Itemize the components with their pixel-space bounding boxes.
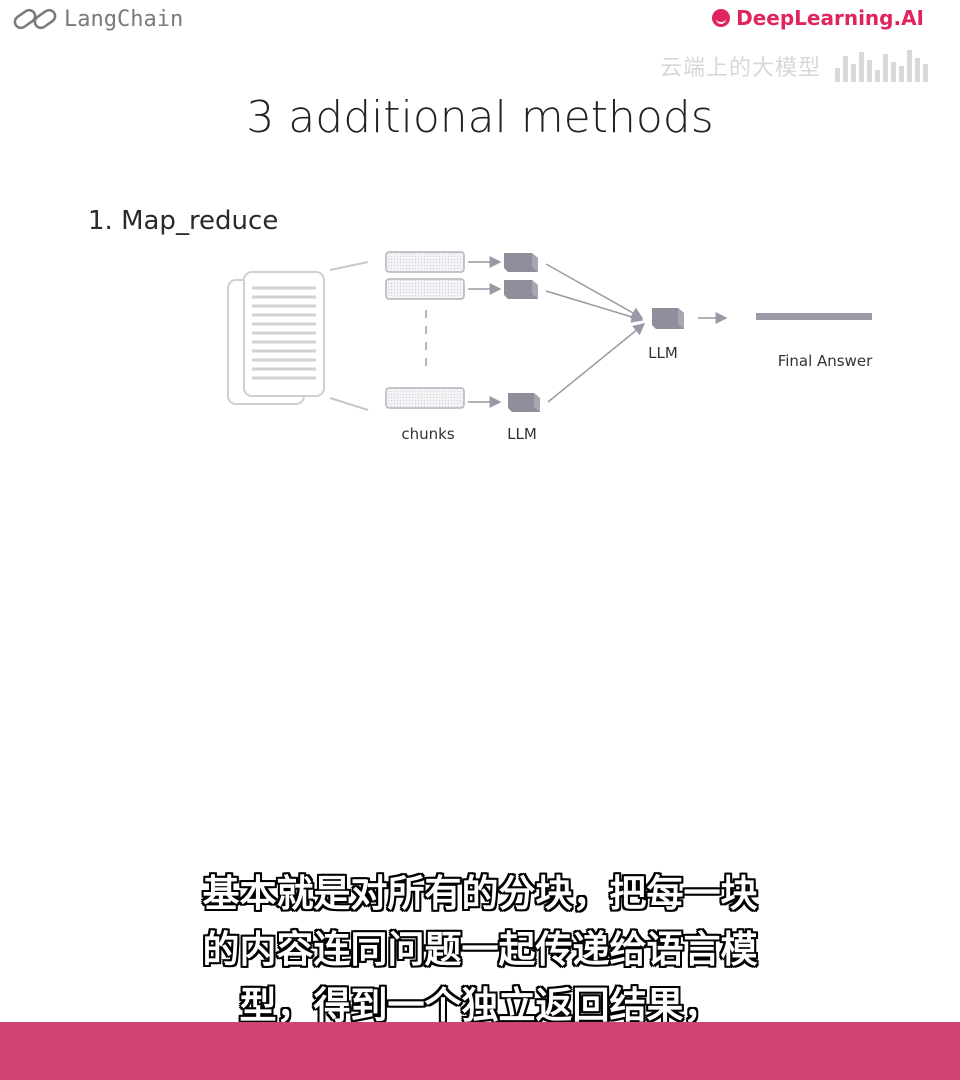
slide-title: 3 additional methods [246,92,714,143]
subtitle-caption: 基本就是对所有的分块，把每一块 的内容连同问题一起传递给语言模 型，得到一个独立… [0,866,960,1034]
watermark-bars-icon [835,48,928,82]
subtitle-line-2: 的内容连同问题一起传递给语言模 [202,928,758,971]
footer-bar [0,1022,960,1080]
subtitle-line-1: 基本就是对所有的分块，把每一块 [202,872,758,915]
chunk-2 [385,278,465,300]
arrow-llm-1 [545,263,644,319]
final-llm-cube-icon [652,308,684,329]
subtitle-line-3: 型，得到一个独立返回结果， [239,984,721,1027]
watermark-text: 云端上的大模型 [659,56,821,81]
llm-cube-icon [504,253,538,272]
langchain-logo-text: LangChain [64,6,184,32]
split-line-top [329,261,369,271]
deeplearning-logo: DeepLearning.AI [712,6,924,30]
final-answer-label: Final Answer [778,352,873,370]
llm-cube-icon [508,393,540,412]
final-llm-label: LLM [648,344,678,362]
watermark: 云端上的大模型 [660,48,928,82]
final-answer-bar [756,313,872,320]
deeplearning-smile-icon [712,9,731,27]
chain-link-icon [13,8,57,30]
llm-cube-icon [504,280,538,299]
langchain-logo: LangChain [12,6,183,32]
chunk-1 [385,251,465,273]
arrow-llm-3 [547,323,646,403]
llm-label: LLM [507,425,537,443]
chunk-3 [385,387,465,409]
split-line-bottom [329,397,369,411]
document-stack-icon [227,271,325,405]
deeplearning-logo-text: DeepLearning.AI [736,6,924,30]
arrow-llm-2 [545,290,644,323]
chunks-label: chunks [401,425,454,443]
method-label: 1. Map_reduce [88,206,279,236]
